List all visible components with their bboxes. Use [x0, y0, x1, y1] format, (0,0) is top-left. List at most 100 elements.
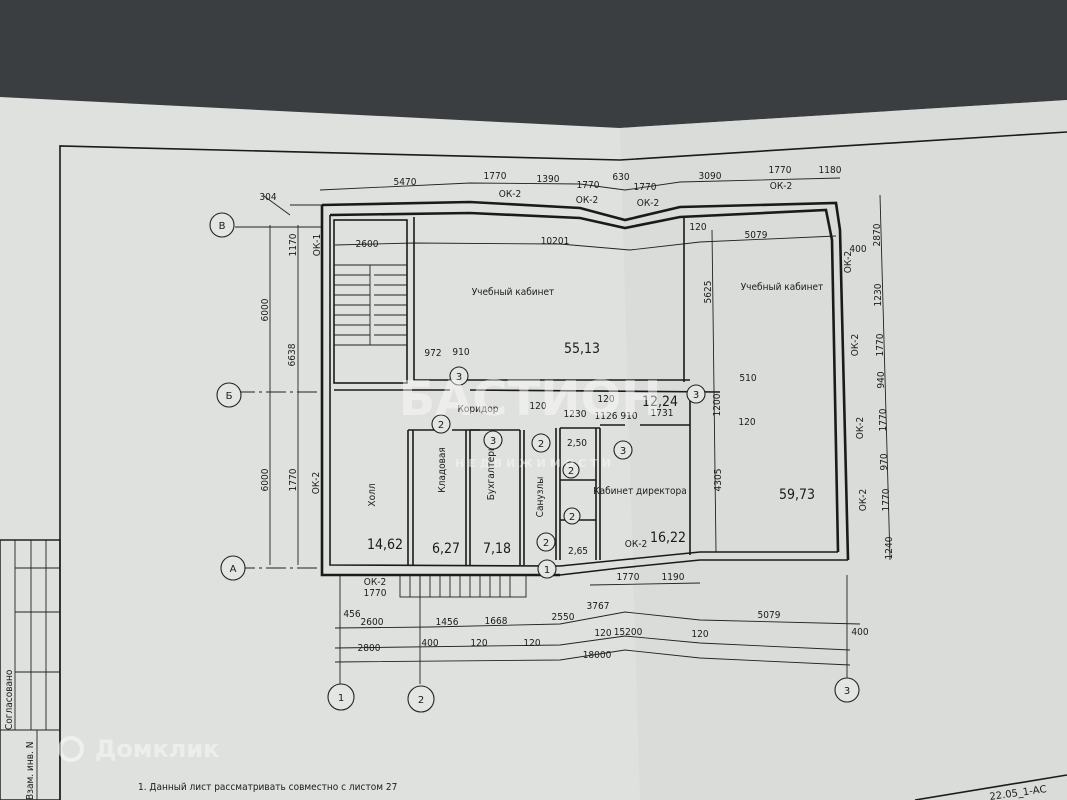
axes-text: Б: [226, 391, 233, 402]
room-name: Учебный кабинет: [472, 286, 555, 298]
dims-bottom-text: 2800: [358, 643, 381, 654]
windows-text: ОК-2: [770, 181, 792, 192]
room-area: 59,73: [779, 487, 815, 503]
room-name: Санузлы: [535, 477, 546, 518]
stamp-agreed: Согласовано: [4, 669, 15, 730]
windows-text: ОК-2: [843, 251, 854, 273]
dims-left-text: 6000: [260, 468, 271, 491]
room-name: Кабинет директора: [593, 485, 687, 497]
dims-top-text: 1770: [484, 171, 507, 182]
windows-text: ОК-2: [625, 539, 647, 550]
room-area: 55,13: [564, 341, 600, 357]
axis-marker-3: 3: [834, 677, 860, 703]
axes-text: А: [230, 564, 237, 575]
room-name: Холл: [367, 483, 378, 506]
walls: [320, 200, 850, 598]
dims-inner-text: 400: [849, 244, 866, 255]
dims-left-text: 1770: [288, 468, 299, 491]
room-name: Кладовая: [437, 447, 448, 493]
sheet-note: 1. Данный лист рассматривать совместно с…: [138, 782, 397, 793]
dims-top-text: 1770: [577, 180, 600, 191]
door-marks: 3 2 3 2 3 3 2 2 2 1: [431, 366, 706, 579]
dims-right-text: 1770: [875, 333, 886, 356]
dims-bottom-text: 120: [594, 628, 611, 639]
dims-inner-text: 1230: [564, 409, 587, 420]
dims-inner-text: 120: [597, 394, 614, 405]
stamp-replace: Взам. инв. N: [25, 742, 36, 800]
windows-text: ОК-1: [312, 234, 323, 256]
side-stamp: Согласовано Взам. инв. N: [0, 539, 61, 800]
dims-bottom-text: 400: [421, 638, 438, 649]
dims-top-text: 1770: [769, 165, 792, 176]
dims-left-text: 6000: [260, 298, 271, 321]
axis-marker-1: 1: [327, 683, 355, 711]
door-marks-text: 2: [438, 420, 444, 431]
dims-right-text: 1770: [878, 408, 889, 431]
dims-inner-text: 1200: [712, 393, 723, 416]
dims-inner-text: 2600: [356, 239, 379, 250]
door-mark: 3: [449, 366, 469, 386]
door-marks-text: 2: [538, 439, 544, 450]
door-marks-text: 3: [456, 372, 462, 383]
axis-marker-v: В: [209, 212, 235, 238]
dims-inner-text: 1126: [595, 411, 618, 422]
dims-right-text: 1240: [884, 536, 895, 559]
dims-bottom-text: 400: [851, 627, 868, 638]
watermarks-text: Домклик: [95, 735, 219, 763]
dims-bottom-text: 1770: [364, 588, 387, 599]
windows-text: ОК-2: [855, 417, 866, 439]
dims-top-text: 5470: [394, 177, 417, 188]
dims-left-text: 6638: [287, 343, 298, 366]
door-mark: 2: [562, 461, 580, 479]
door-marks-text: 2: [568, 466, 574, 477]
windows-text: ОК-2: [364, 577, 386, 588]
window-labels: ОК-2 ОК-2 ОК-2 ОК-2 ОК-1 ОК-2 ОК-2 ОК-2 …: [311, 181, 869, 588]
dims-right-text: 1770: [881, 488, 892, 511]
dims-bottom-text: 1770: [617, 572, 640, 583]
room-name: Бухгалтерия: [486, 440, 497, 501]
dims-inner-text: 5625: [703, 281, 714, 304]
dims-right-text: 970: [879, 453, 890, 470]
windows-text: ОК-2: [576, 195, 598, 206]
windows-text: ОК-2: [858, 489, 869, 511]
room-area: 2,50: [567, 438, 587, 449]
dims-inner-text: 510: [739, 373, 756, 384]
windows-text: ОК-2: [850, 334, 861, 356]
dims-inner-text: 1731: [651, 408, 674, 419]
room-area: 7,18: [483, 541, 511, 557]
dims-top-text: 1770: [634, 182, 657, 193]
dims-bottom-text: 3767: [587, 601, 610, 612]
dims-inner-text: 120: [529, 401, 546, 412]
dims-inner-text: 120: [689, 222, 706, 233]
dims-bottom-text: 120: [691, 629, 708, 640]
door-marks-text: 3: [490, 436, 496, 447]
dimension-texts: 5470 1770 1390 1770 630 1770 3090 1770 1…: [259, 165, 895, 661]
dims-right-text: 1230: [873, 283, 884, 306]
dims-inner-text: 972: [424, 348, 441, 359]
dims-inner-text: 910: [620, 411, 637, 422]
dims-top-text: 1180: [819, 165, 842, 176]
axis-marker-a: А: [220, 555, 246, 581]
dims-bottom-text: 2550: [552, 612, 575, 623]
room-area: 16,22: [650, 530, 686, 546]
dimension-lines: [263, 177, 891, 666]
door-mark: 2: [563, 507, 581, 525]
door-marks-text: 1: [544, 565, 550, 576]
dims-inner-text: 4305: [713, 469, 724, 492]
dims-inner-text: 5079: [745, 230, 768, 241]
door-marks-text: 2: [543, 538, 549, 549]
room-area: 6,27: [432, 541, 460, 557]
dims-left-text: 1170: [288, 233, 299, 256]
dims-bottom-text: 456: [343, 609, 360, 620]
dims-bottom-text: 18000: [583, 650, 612, 661]
room-area: 2,65: [568, 546, 588, 557]
watermark-domclick: Домклик: [58, 735, 219, 763]
windows-text: ОК-2: [637, 198, 659, 209]
door-marks-text: 3: [693, 390, 699, 401]
door-mark: 2: [536, 532, 556, 552]
dims-bottom-text: 15200: [614, 627, 643, 638]
dims-inner-text: 910: [452, 347, 469, 358]
door-mark: 2: [431, 414, 451, 434]
door-mark: 1: [537, 559, 557, 579]
